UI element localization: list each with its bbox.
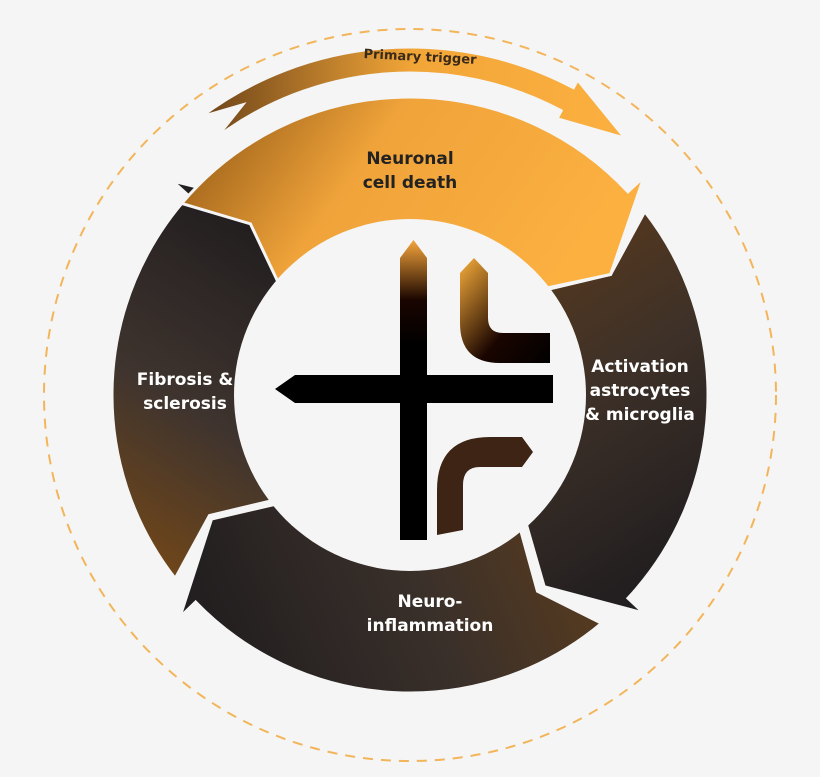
center-logo	[275, 240, 553, 540]
stage-label-line: Activation	[591, 357, 689, 377]
logo-horizontal-arrow	[275, 375, 553, 403]
stage-neuronal-cell-death: Neuronal cell death	[330, 147, 490, 195]
arrow-primary-trigger	[199, 45, 630, 142]
stage-fibrosis: Fibrosis & sclerosis	[120, 368, 250, 416]
logo-lower-bend-arrow	[437, 437, 533, 535]
stage-label-line: Neuronal	[366, 149, 454, 169]
stage-label-line: Fibrosis &	[136, 370, 234, 390]
stage-label-line: & microglia	[585, 405, 695, 425]
stage-label-line: Neuro-	[397, 592, 463, 612]
stage-label-line: cell death	[362, 173, 458, 193]
logo-upper-bend-arrow	[460, 258, 550, 363]
stage-activation: Activation astrocytes & microglia	[570, 355, 710, 427]
stage-neuroinflammation: Neuro- inflammation	[350, 590, 510, 638]
stage-label-line: astrocytes	[589, 381, 691, 401]
dashed-outer-circle	[43, 28, 777, 762]
stage-label-line: inflammation	[366, 616, 494, 636]
stage-label-line: sclerosis	[143, 394, 227, 414]
